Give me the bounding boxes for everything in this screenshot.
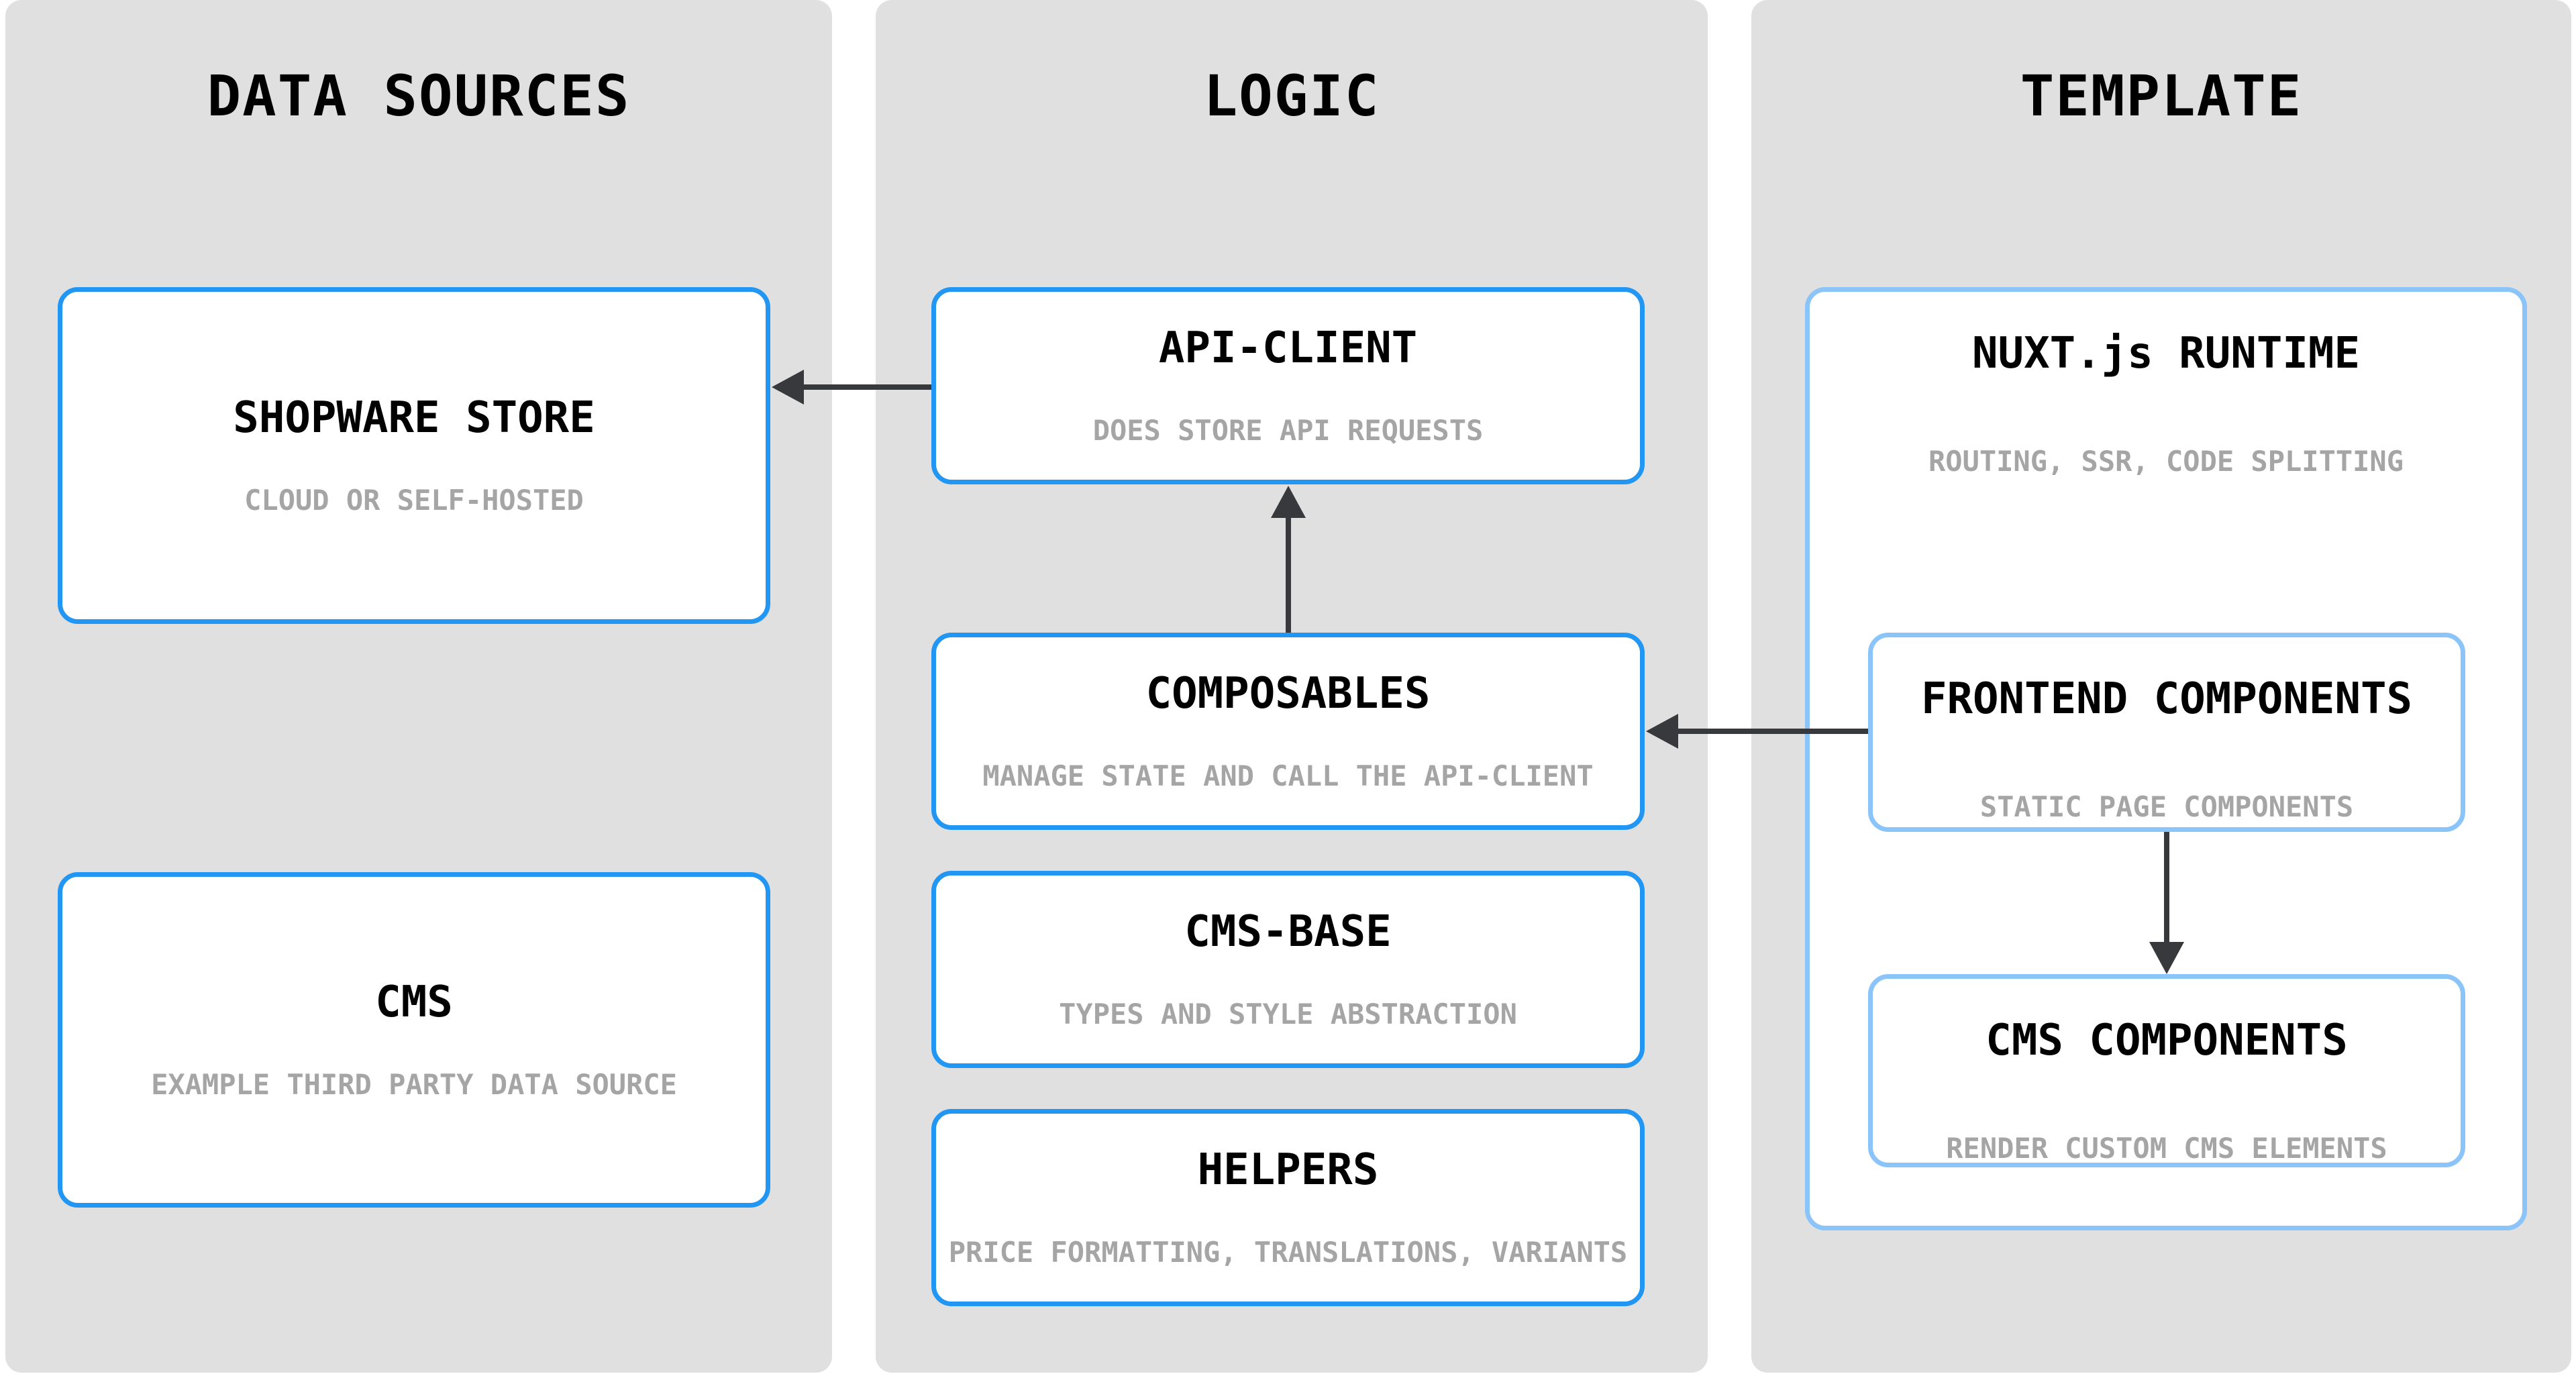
node-title: API-CLIENT bbox=[1158, 323, 1418, 373]
node-shopware-store: SHOPWARE STORE CLOUD OR SELF-HOSTED bbox=[58, 287, 770, 624]
node-title: NUXT.js RUNTIME bbox=[1972, 329, 2360, 378]
node-subtitle: STATIC PAGE COMPONENTS bbox=[1979, 790, 2354, 823]
arrow-composables-to-apiclient-shaft bbox=[1286, 514, 1291, 633]
arrow-apiclient-to-shopware-head-icon bbox=[772, 370, 804, 405]
arrow-frontend-to-cmscomponents-head-icon bbox=[2149, 942, 2184, 974]
node-title: CMS bbox=[375, 977, 453, 1027]
node-frontend-components: FRONTEND COMPONENTS STATIC PAGE COMPONEN… bbox=[1868, 633, 2465, 832]
node-title: CMS COMPONENTS bbox=[1986, 1016, 2348, 1065]
arrow-frontend-to-composables-head-icon bbox=[1646, 714, 1678, 749]
arrow-frontend-to-cmscomponents-shaft bbox=[2164, 832, 2169, 945]
node-subtitle: RENDER CUSTOM CMS ELEMENTS bbox=[1946, 1132, 2387, 1165]
arrow-composables-to-apiclient-head-icon bbox=[1271, 486, 1306, 518]
arrow-frontend-to-composables-shaft bbox=[1675, 729, 1868, 734]
node-subtitle: DOES STORE API REQUESTS bbox=[1092, 414, 1484, 447]
node-subtitle: TYPES AND STYLE ABSTRACTION bbox=[1059, 998, 1517, 1030]
node-subtitle: ROUTING, SSR, CODE SPLITTING bbox=[1928, 445, 2404, 478]
node-title: COMPOSABLES bbox=[1145, 669, 1431, 719]
column-header-data-sources: DATA SOURCES bbox=[207, 63, 631, 129]
column-header-template: TEMPLATE bbox=[2020, 63, 2303, 129]
node-subtitle: MANAGE STATE AND CALL THE API-CLIENT bbox=[982, 759, 1594, 792]
node-title: HELPERS bbox=[1197, 1145, 1379, 1195]
node-helpers: HELPERS PRICE FORMATTING, TRANSLATIONS, … bbox=[931, 1109, 1645, 1306]
node-api-client: API-CLIENT DOES STORE API REQUESTS bbox=[931, 287, 1645, 484]
node-subtitle: PRICE FORMATTING, TRANSLATIONS, VARIANTS bbox=[948, 1236, 1628, 1269]
node-title: FRONTEND COMPONENTS bbox=[1920, 674, 2413, 724]
node-title: CMS-BASE bbox=[1184, 907, 1392, 957]
node-cms: CMS EXAMPLE THIRD PARTY DATA SOURCE bbox=[58, 872, 770, 1208]
node-subtitle: EXAMPLE THIRD PARTY DATA SOURCE bbox=[151, 1068, 677, 1101]
column-header-logic: LOGIC bbox=[1203, 63, 1380, 129]
node-cms-components: CMS COMPONENTS RENDER CUSTOM CMS ELEMENT… bbox=[1868, 974, 2465, 1167]
arrow-apiclient-to-shopware-shaft bbox=[800, 384, 931, 390]
node-nuxt-runtime: NUXT.js RUNTIME ROUTING, SSR, CODE SPLIT… bbox=[1805, 287, 2527, 1230]
node-title: SHOPWARE STORE bbox=[233, 393, 595, 443]
node-composables: COMPOSABLES MANAGE STATE AND CALL THE AP… bbox=[931, 633, 1645, 830]
node-subtitle: CLOUD OR SELF-HOSTED bbox=[244, 484, 584, 517]
node-cms-base: CMS-BASE TYPES AND STYLE ABSTRACTION bbox=[931, 871, 1645, 1068]
